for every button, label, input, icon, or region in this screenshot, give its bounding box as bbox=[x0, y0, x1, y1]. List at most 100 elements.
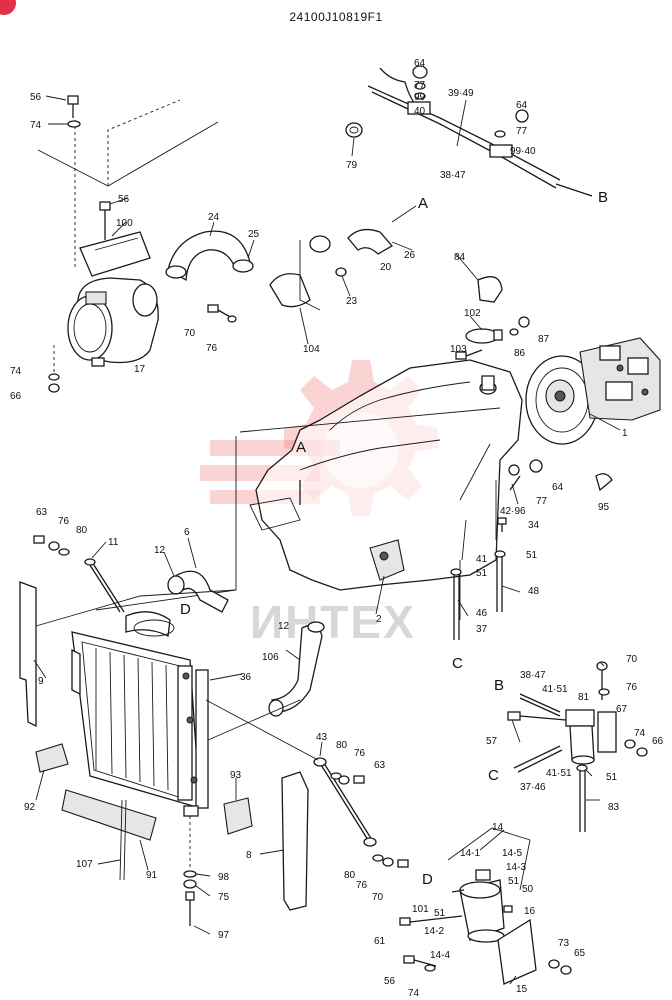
part-label: 84 bbox=[454, 252, 466, 263]
part-label: 23 bbox=[346, 296, 358, 307]
part-label: 98 bbox=[218, 872, 230, 883]
part-label: 14-4 bbox=[430, 950, 450, 961]
part-label: 95 bbox=[598, 502, 610, 513]
pad-91 bbox=[61, 789, 157, 841]
part-label: 1 bbox=[622, 428, 628, 439]
part-label: 57 bbox=[486, 736, 498, 747]
reference-letter: B bbox=[494, 677, 504, 694]
part-label: 15 bbox=[516, 984, 528, 995]
part-label: 83 bbox=[608, 802, 620, 813]
leader-lines bbox=[33, 95, 621, 985]
part-label: 99 bbox=[414, 92, 426, 103]
part-label: 76 bbox=[626, 682, 638, 693]
part-label: 17 bbox=[134, 364, 146, 375]
part-label: 51 bbox=[508, 876, 520, 887]
part-label: 70 bbox=[626, 654, 638, 665]
part-label: 39·49 bbox=[448, 88, 474, 99]
part-label: 14-1 bbox=[460, 848, 480, 859]
part-label: 97 bbox=[218, 930, 230, 941]
part-label: 103 bbox=[450, 344, 467, 355]
part-label: 56 bbox=[384, 976, 396, 987]
part-label: 76 bbox=[354, 748, 366, 759]
part-label: 34 bbox=[528, 520, 540, 531]
part-label: 36 bbox=[240, 672, 252, 683]
part-label: 42·96 bbox=[500, 506, 526, 517]
part-label: 14-5 bbox=[502, 848, 522, 859]
part-label: 51 bbox=[434, 908, 446, 919]
part-label: 80 bbox=[344, 870, 356, 881]
reference-letter: D bbox=[180, 601, 191, 618]
part-label: 79 bbox=[346, 160, 358, 171]
part-label: 77 bbox=[536, 496, 548, 507]
part-label: 77 bbox=[516, 126, 528, 137]
part-label: 12 bbox=[278, 621, 290, 632]
part-label: 41·51 bbox=[542, 684, 568, 695]
part-label: 40 bbox=[414, 106, 426, 117]
hose-84 bbox=[477, 276, 503, 303]
part-label: 87 bbox=[538, 334, 550, 345]
reference-letter: D bbox=[422, 871, 433, 888]
part-label: 43 bbox=[316, 732, 328, 743]
fuel-pipe-group bbox=[367, 65, 593, 197]
part-label: 14 bbox=[492, 822, 504, 833]
part-label: 101 bbox=[412, 904, 429, 915]
part-label: 38·47 bbox=[440, 170, 466, 181]
part-label: 2 bbox=[376, 614, 382, 625]
part-label: 74 bbox=[408, 988, 420, 999]
part-label: 102 bbox=[464, 308, 481, 319]
block-93 bbox=[223, 797, 253, 835]
reference-letter: C bbox=[488, 767, 499, 784]
part-label: 48 bbox=[528, 586, 540, 597]
part-label: 64 bbox=[552, 482, 564, 493]
part-label: 76 bbox=[206, 343, 218, 354]
tank-group bbox=[399, 827, 572, 985]
part-label: 25 bbox=[248, 229, 260, 240]
part-label: 106 bbox=[262, 652, 279, 663]
part-label: 100 bbox=[116, 218, 133, 229]
part-label: 51 bbox=[476, 568, 488, 579]
drawing-number: 24100J10819F1 bbox=[289, 10, 382, 24]
watermark-text: ИНТЕХ bbox=[250, 596, 416, 648]
hydraulic-pump bbox=[525, 337, 661, 445]
part-label: 51 bbox=[606, 772, 618, 783]
part-label: 6 bbox=[184, 527, 190, 538]
part-label: 80 bbox=[336, 740, 348, 751]
part-label: 92 bbox=[24, 802, 36, 813]
part-label: 63 bbox=[374, 760, 386, 771]
shroud-8 bbox=[281, 771, 309, 911]
part-label: 16 bbox=[524, 906, 536, 917]
part-label: 74 bbox=[10, 366, 22, 377]
reference-letter: B bbox=[598, 189, 608, 206]
part-label: 74 bbox=[30, 120, 42, 131]
part-label: 38·47 bbox=[520, 670, 546, 681]
part-label: 86 bbox=[514, 348, 526, 359]
part-label: 77 bbox=[414, 80, 426, 91]
reference-letter: A bbox=[418, 195, 428, 212]
part-label: 37 bbox=[476, 624, 488, 635]
reference-letter: A bbox=[296, 439, 306, 456]
part-label: 56 bbox=[30, 92, 42, 103]
part-label: 51 bbox=[526, 550, 538, 561]
part-label: 70 bbox=[184, 328, 196, 339]
part-label: 91 bbox=[146, 870, 158, 881]
part-label: 107 bbox=[76, 859, 93, 870]
part-label: 8 bbox=[246, 850, 252, 861]
part-label: 67 bbox=[616, 704, 628, 715]
part-label: 99·40 bbox=[510, 146, 536, 157]
part-label: 50 bbox=[522, 884, 534, 895]
part-label: 14-2 bbox=[424, 926, 444, 937]
part-label: 46 bbox=[476, 608, 488, 619]
part-label: 76 bbox=[356, 880, 368, 891]
part-label: 37·46 bbox=[520, 782, 546, 793]
part-label: 41 bbox=[476, 554, 488, 565]
part-label: 64 bbox=[414, 58, 426, 69]
radiator-group bbox=[71, 611, 209, 817]
part-label: 24 bbox=[208, 212, 220, 223]
part-label: 56 bbox=[118, 194, 130, 205]
engine-group bbox=[95, 359, 523, 620]
clamp-102 bbox=[465, 328, 499, 344]
part-label: 64 bbox=[516, 100, 528, 111]
